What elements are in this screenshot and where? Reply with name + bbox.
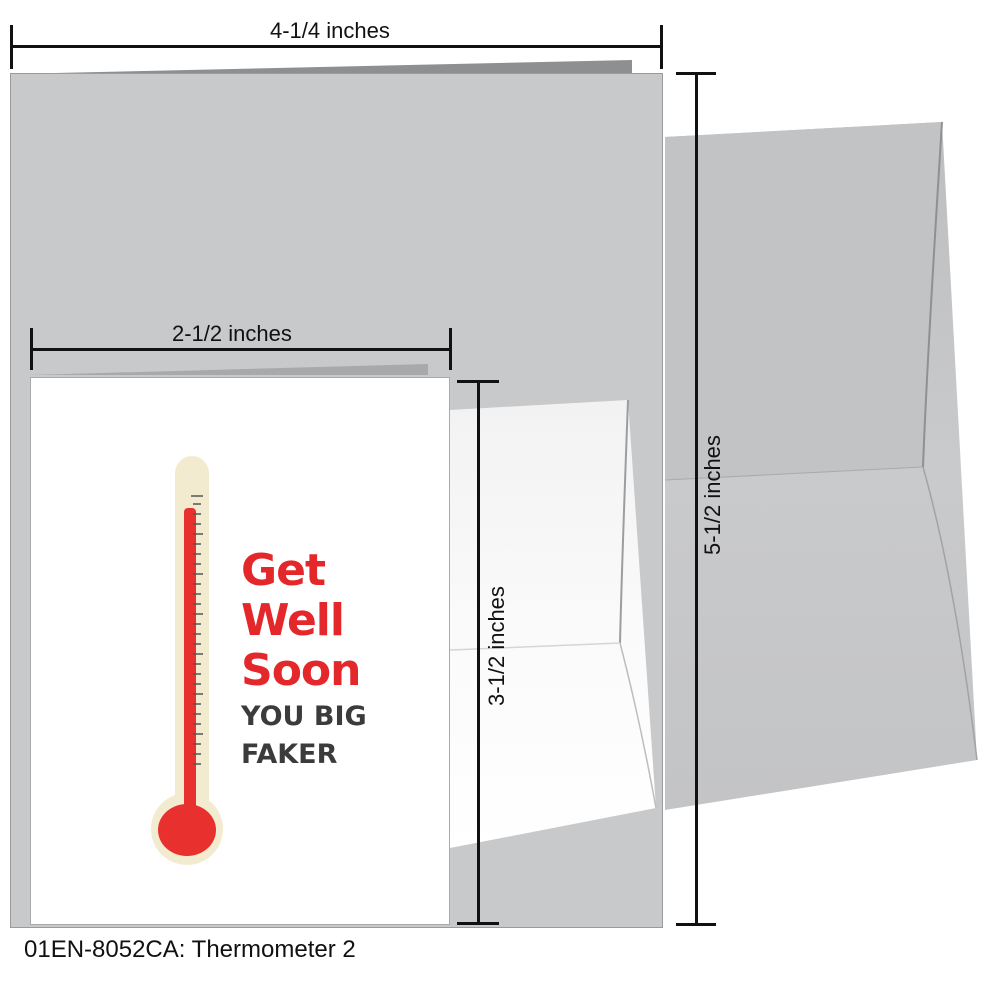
small-card-front: Get Well Soon YOU BIG FAKER <box>30 377 450 925</box>
large-card-back-flap <box>10 60 634 80</box>
greeting-block: Get Well Soon YOU BIG FAKER <box>241 546 367 774</box>
small-card-back-flap <box>30 362 430 376</box>
product-caption: 01EN-8052CA: Thermometer 2 <box>24 936 356 963</box>
small-height-label: 3-1/2 inches <box>484 586 509 706</box>
greeting-line-2: Well <box>241 595 345 646</box>
large-height-line <box>695 72 698 926</box>
small-height-line <box>477 380 480 924</box>
large-envelope <box>665 121 978 810</box>
small-width-line <box>30 348 452 351</box>
large-width-label: 4-1/4 inches <box>270 18 390 43</box>
large-height-label: 5-1/2 inches <box>700 435 725 555</box>
greeting-line-3: Soon <box>241 645 361 696</box>
subline-1: YOU BIG <box>241 701 367 732</box>
greeting-line-1: Get <box>241 545 326 596</box>
thermometer-icon <box>151 456 223 865</box>
small-envelope <box>450 400 657 848</box>
small-width-label: 2-1/2 inches <box>172 321 292 346</box>
subline-2: FAKER <box>241 739 338 770</box>
large-width-line <box>10 45 663 48</box>
